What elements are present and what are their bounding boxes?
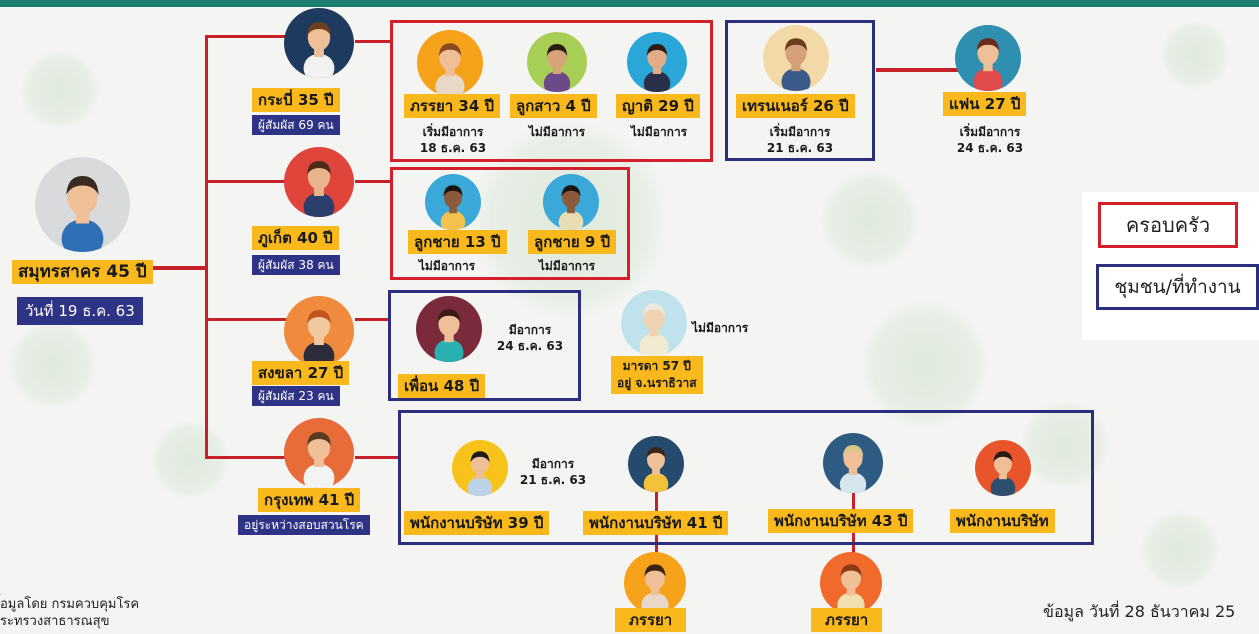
girlfriend-avatar: [955, 25, 1021, 91]
legend: ครอบครัว ชุมชน/ที่ทำงาน: [1082, 192, 1259, 340]
virus-bg-icon: [820, 170, 920, 270]
krabi-contacts: ผู้สัมผัส 69 คน: [252, 115, 340, 135]
worker-43-avatar: [823, 433, 883, 493]
wife-2-avatar: [820, 552, 882, 614]
connector-bkk: [205, 456, 305, 459]
son-9-label: ลูกชาย 9 ปี: [528, 230, 617, 254]
virus-bg-icon: [20, 50, 100, 130]
phuket-contacts: ผู้สัมผัส 38 คน: [252, 255, 340, 275]
legend-community: ชุมชน/ที่ทำงาน: [1096, 264, 1259, 310]
daughter-avatar: [527, 32, 587, 92]
virus-bg-icon: [860, 300, 990, 430]
index-case-date: วันที่ 19 ธ.ค. 63: [17, 297, 143, 325]
girlfriend-label: แฟน 27 ปี: [943, 92, 1027, 116]
songkhla-contacts: ผู้สัมผัส 23 คน: [252, 386, 340, 406]
legend-family: ครอบครัว: [1098, 202, 1238, 248]
songkhla-avatar: [284, 296, 354, 366]
son-13-status: ไม่มีอาการ: [418, 259, 476, 273]
virus-bg-icon: [1020, 400, 1110, 490]
son-13-avatar: [425, 174, 481, 230]
data-date-note: ข้อมูล วันที่ 28 ธันวาคม 25: [1043, 602, 1236, 621]
friend-community-box: [388, 290, 581, 401]
connector-bkk-workers: [355, 456, 400, 459]
wife-1-avatar: [624, 552, 686, 614]
relative-avatar: [627, 32, 687, 92]
source-credit: ้อมูลโดย กรมควบคุมโรคระทรวงสาธารณสุข: [0, 597, 140, 629]
phuket-avatar: [284, 147, 354, 217]
krabi-avatar: [284, 8, 354, 78]
trainer-label: เทรนเนอร์ 26 ปี: [736, 94, 855, 118]
worker-39-label: พนักงานบริษัท 39 ปี: [404, 511, 550, 535]
connector-trainer-girlfriend: [876, 68, 966, 72]
relative-status: ไม่มีอาการ: [630, 125, 688, 139]
trainer-avatar: [763, 25, 829, 91]
bangkok-contacts: อยู่ระหว่างสอบสวนโรค: [238, 515, 370, 535]
mother-label: มารดา 57 ปีอยู่ จ.นราธิวาส: [611, 356, 703, 394]
connector-phuket-family: [355, 180, 390, 183]
worker-41-label: พนักงานบริษัท 41 ปี: [583, 511, 729, 535]
wife-label: ภรรยา 34 ปี: [404, 94, 501, 118]
connector-krabi-family: [355, 40, 390, 43]
phuket-family-box: [390, 167, 630, 280]
daughter-label: ลูกสาว 4 ปี: [510, 94, 597, 118]
songkhla-label: สงขลา 27 ปี: [252, 361, 350, 385]
virus-bg-icon: [8, 320, 98, 410]
virus-bg-icon: [1160, 20, 1230, 90]
worker-41-avatar: [628, 436, 684, 492]
mother-avatar: [621, 290, 687, 356]
daughter-status: ไม่มีอาการ: [528, 125, 586, 139]
index-case-label: สมุทรสาคร 45 ปี: [12, 260, 153, 284]
virus-bg-icon: [150, 420, 230, 500]
connector-songkhla: [205, 318, 305, 321]
bangkok-label: กรุงเทพ 41 ปี: [258, 488, 361, 512]
top-banner-strip: [0, 0, 1259, 7]
wife-2-label: ภรรยา: [811, 608, 883, 632]
trainer-community-box: [725, 20, 875, 161]
connector-index-to-trunk: [150, 266, 208, 270]
son-9-status: ไม่มีอาการ: [538, 259, 596, 273]
bkk-workplace-box: [398, 410, 1094, 545]
phuket-label: ภูเก็ต 40 ปี: [252, 226, 339, 250]
connector-trunk: [205, 35, 208, 459]
son-9-avatar: [543, 174, 599, 230]
virus-bg-icon: [1140, 510, 1220, 590]
worker-39-avatar: [452, 440, 508, 496]
friend-label: เพื่อน 48 ปี: [398, 374, 486, 398]
bangkok-avatar: [284, 418, 354, 488]
son-13-label: ลูกชาย 13 ปี: [408, 230, 507, 254]
worker-avatar: [975, 440, 1031, 496]
wife-avatar: [417, 30, 483, 96]
worker-43-label: พนักงานบริษัท 43 ปี: [768, 509, 914, 533]
relative-label: ญาติ 29 ปี: [616, 94, 700, 118]
krabi-label: กระบี่ 35 ปี: [252, 88, 340, 112]
friend-avatar: [416, 296, 482, 362]
krabi-family-box: [390, 20, 713, 162]
index-case-avatar: [35, 157, 130, 252]
connector-songkhla-friend: [355, 318, 388, 321]
mother-status: ไม่มีอาการ: [692, 321, 749, 335]
worker-label: พนักงานบริษัท: [950, 509, 1055, 533]
connector-phuket: [205, 180, 305, 183]
connector-krabi: [205, 35, 305, 38]
wife-1-label: ภรรยา: [615, 608, 687, 632]
